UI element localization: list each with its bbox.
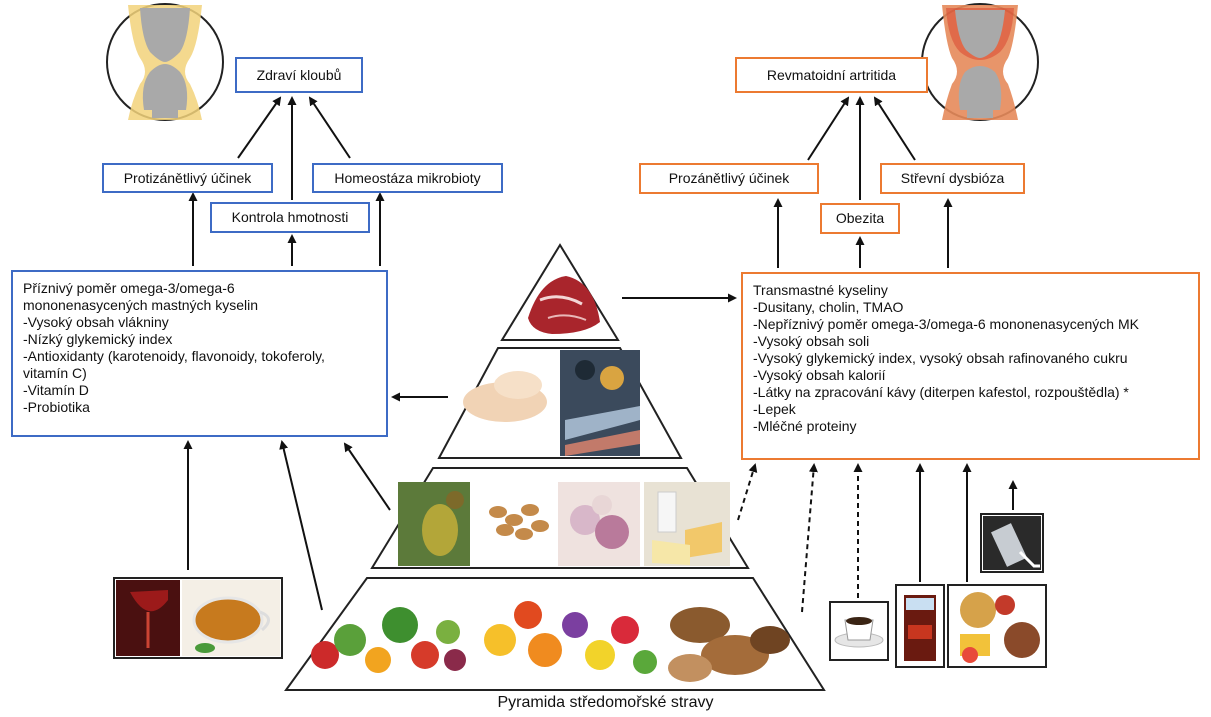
factor-line: vitamín C) [23, 365, 87, 381]
anti-inflammatory-box: Protizánětlivý účinek [102, 163, 273, 193]
factor-line: -Vitamín D [23, 382, 89, 398]
pro-inflammatory-box: Prozánětlivý účinek [639, 163, 819, 194]
microbiota-homeostasis-box: Homeostáza mikrobioty [312, 163, 503, 193]
pyramid-tier-red-meat [500, 243, 620, 341]
fast-food-photo [947, 584, 1047, 668]
joint-health-box: Zdraví kloubů [235, 57, 363, 93]
cola-photo [895, 584, 945, 668]
factor-line: -Probiotika [23, 399, 90, 415]
rheumatoid-arthritis-box: Revmatoidní artritida [735, 57, 928, 93]
mediterranean-pyramid [284, 243, 826, 691]
factor-line: -Vysoký obsah soli [753, 333, 870, 349]
risk-factors-box: Transmastné kyseliny -Dusitany, cholin, … [741, 272, 1200, 460]
factor-line: -Nepříznivý poměr omega-3/omega-6 monone… [753, 316, 1139, 332]
healthy-joint-illustration [106, 3, 224, 121]
pyramid-tier-nuts-olive-oil-dairy [370, 467, 750, 569]
factor-line: -Lepek [753, 401, 796, 417]
wine-and-tea-photo [113, 577, 283, 659]
factor-line: -Nízký glykemický index [23, 331, 173, 347]
coffee-photo [829, 601, 889, 661]
pyramid-tier-poultry-fish [437, 347, 683, 459]
pyramid-caption: Pyramida středomořské stravy [497, 694, 714, 711]
factor-line: -Antioxidanty (karotenoidy, flavonoidy, … [23, 348, 325, 364]
factor-line: -Vysoký obsah kalorií [753, 367, 886, 383]
factor-line: mononenasycených mastných kyselin [23, 297, 259, 313]
pyramid-tier-fruit-vegetables-grains [284, 577, 826, 691]
right-arrows [622, 96, 1018, 613]
factor-line: -Vysoký obsah vlákniny [23, 314, 169, 330]
factor-line: Příznivý poměr omega-3/omega-6 [23, 280, 235, 296]
factor-line: -Látky na zpracování kávy (diterpen kafe… [753, 384, 1129, 400]
factor-line: -Mléčné proteiny [753, 418, 857, 434]
factor-line: -Dusitany, cholin, TMAO [753, 299, 904, 315]
obesity-box: Obezita [820, 203, 900, 234]
left-arrows [183, 96, 448, 611]
protective-factors-box: Příznivý poměr omega-3/omega-6 mononenas… [11, 270, 388, 437]
factor-line: -Vysoký glykemický index, vysoký obsah r… [753, 350, 1128, 366]
arthritic-joint-illustration [921, 3, 1039, 121]
weight-control-box: Kontrola hmotnosti [210, 202, 370, 233]
factor-line: Transmastné kyseliny [753, 282, 888, 298]
salt-photo [980, 513, 1044, 573]
gut-dysbiosis-box: Střevní dysbióza [880, 163, 1025, 194]
